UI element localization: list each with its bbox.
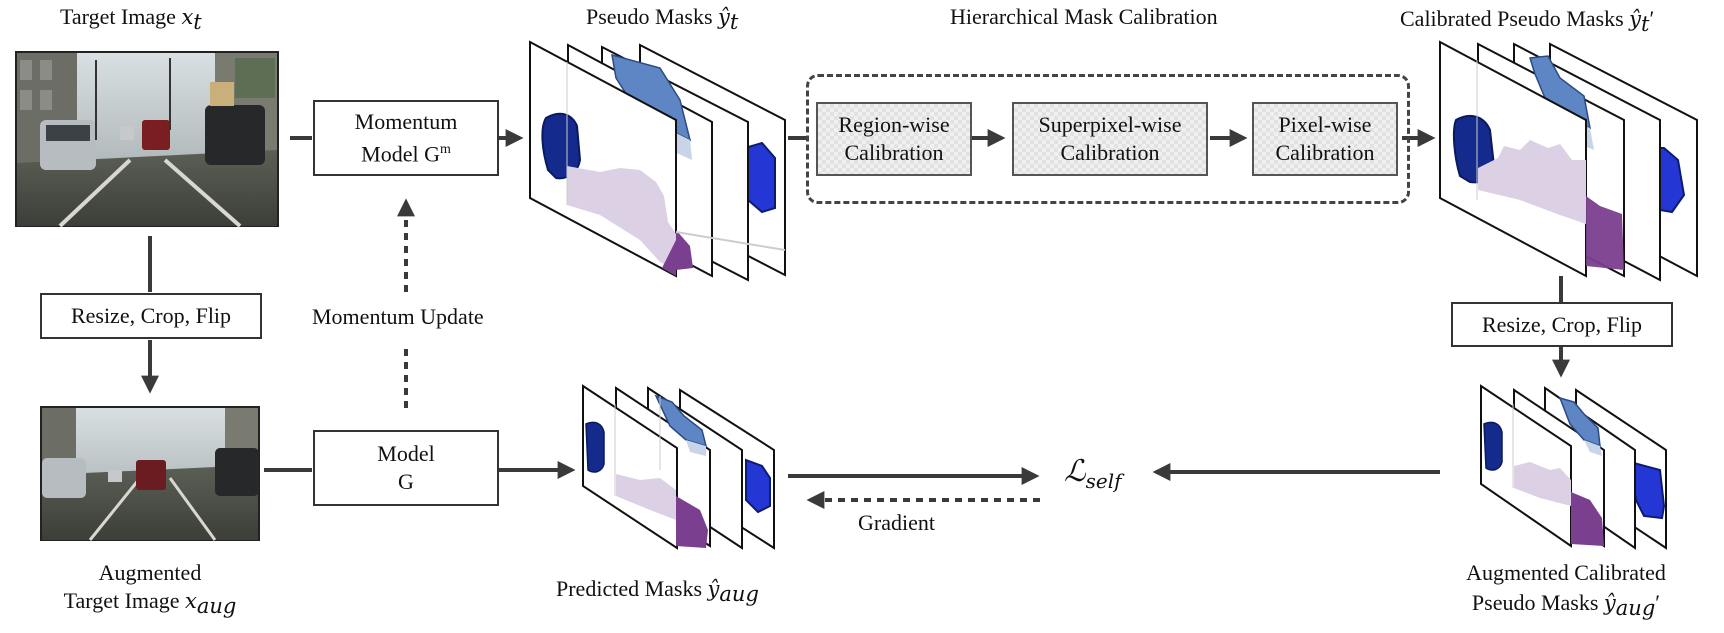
- gradient-label: Gradient: [858, 510, 935, 535]
- hierarchical-calibration-group: [806, 74, 1410, 204]
- aug-calibrated-label: Augmented Calibrated: [1466, 560, 1666, 585]
- arrows: [141, 129, 1570, 509]
- target-image-photo: [15, 51, 279, 228]
- model-box: Model G: [313, 430, 499, 506]
- resize-crop-flip-right: Resize, Crop, Flip: [1451, 302, 1673, 347]
- momentum-update-label: Momentum Update: [312, 304, 484, 329]
- pseudo-masks-label: Pseudo Masks ŷt: [586, 4, 739, 35]
- pixel-wise-calibration-box: Pixel-wise Calibration: [1252, 102, 1398, 176]
- augmented-target-label: Augmented: [98, 560, 202, 585]
- calibrated-label: Calibrated Pseudo Masks ŷt′: [1400, 6, 1655, 37]
- momentum-model-box: Momentum Model Gm: [313, 100, 499, 176]
- target-image-label: Target Image xt: [60, 4, 202, 35]
- augmented-target-label-line2: Target Image xaug: [63, 588, 237, 619]
- loss-label: ℒself: [1064, 454, 1122, 493]
- aug-calibrated-masks-stack: [1480, 384, 1667, 550]
- resize-crop-flip-left: Resize, Crop, Flip: [40, 293, 262, 339]
- pseudo-masks-stack: [529, 40, 786, 282]
- region-wise-calibration-box: Region-wise Calibration: [816, 102, 972, 176]
- predicted-label: Predicted Masks ŷaug: [556, 576, 759, 607]
- predicted-masks-stack: [582, 384, 775, 550]
- superpixel-wise-calibration-box: Superpixel-wise Calibration: [1012, 102, 1208, 176]
- augmented-image-photo: [40, 406, 260, 541]
- calibrated-masks-stack: [1439, 40, 1698, 282]
- hierarchical-label: Hierarchical Mask Calibration: [950, 4, 1218, 29]
- aug-calibrated-label-line2: Pseudo Masks ŷaug′: [1471, 590, 1661, 621]
